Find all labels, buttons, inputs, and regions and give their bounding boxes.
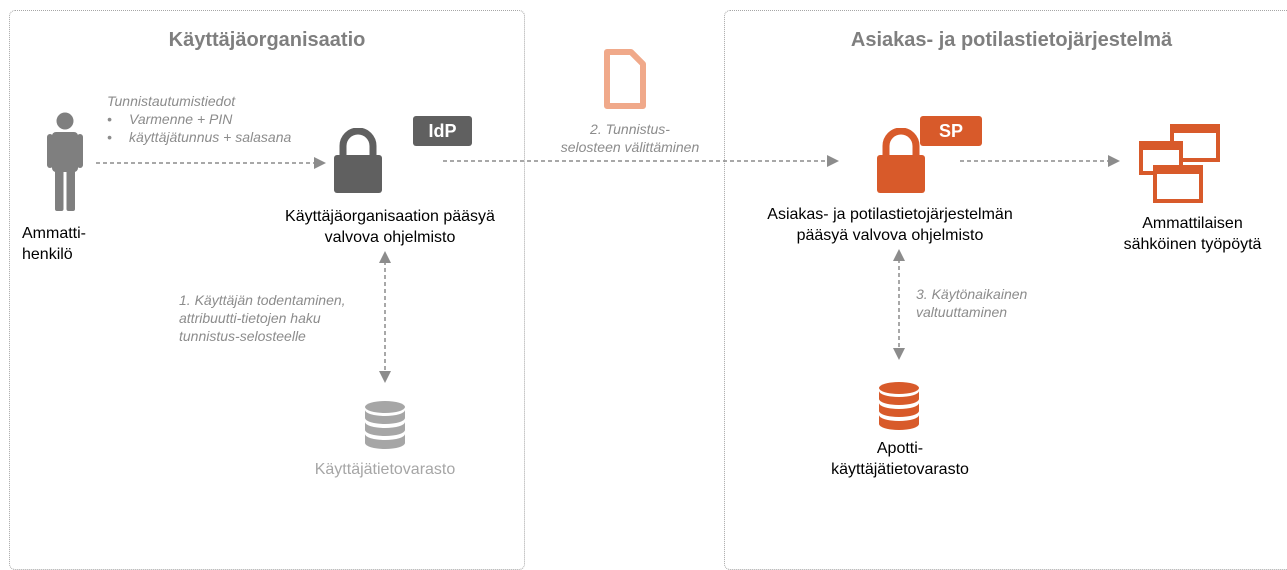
person-label-line2: henkilö: [22, 246, 73, 263]
apotti-label-line2: käyttäjätietovarasto: [831, 461, 969, 478]
idp-label-line1: Käyttäjäorganisaation pääsyä: [285, 208, 495, 225]
sp-label-line2: pääsyä valvova ohjelmisto: [796, 227, 984, 244]
person-icon: [47, 112, 83, 211]
step1-line2: attribuutti-tietojen haku: [179, 310, 321, 326]
connector-arrows: [96, 155, 1120, 383]
step1-line1: 1. Käyttäjän todentaminen,: [179, 292, 346, 308]
desktop-label: Ammattilaisen sähköinen työpöytä: [1105, 213, 1280, 255]
sp-label: Asiakas- ja potilastietojärjestelmän pää…: [740, 204, 1040, 246]
auth-info: Tunnistautumistiedot •Varmenne + PIN •kä…: [107, 92, 347, 146]
idp-label-line2: valvova ohjelmisto: [324, 229, 456, 246]
apotti-label-line1: Apotti-: [876, 440, 924, 457]
database-icon: [365, 401, 405, 449]
idp-badge: IdP: [413, 116, 472, 146]
user-store-label: Käyttäjätietovarasto: [314, 461, 456, 478]
step3-note: 3. Käytönaikainen valtuuttaminen: [916, 285, 1096, 321]
step2-note: 2. Tunnistus- selosteen välittäminen: [530, 120, 730, 156]
idp-label: Käyttäjäorganisaation pääsyä valvova ohj…: [250, 206, 530, 248]
step3-line1: 3. Käytönaikainen: [916, 286, 1028, 302]
apotti-database-icon: [879, 382, 919, 430]
step1-note: 1. Käyttäjän todentaminen, attribuutti-t…: [179, 291, 389, 345]
panel-title-right: Asiakas- ja potilastietojärjestelmä: [850, 29, 1173, 51]
desktop-label-line1: Ammattilaisen: [1142, 215, 1243, 232]
step2-line2: selosteen välittäminen: [560, 139, 700, 155]
step3-line2: valtuuttaminen: [916, 304, 1008, 320]
sp-label-line1: Asiakas- ja potilastietojärjestelmän: [767, 206, 1013, 223]
person-label: Ammatti- henkilö: [22, 223, 112, 265]
step1-line3: tunnistus-selosteelle: [179, 328, 306, 344]
sp-lock-icon: [877, 128, 925, 193]
step2-line1: 2. Tunnistus-: [590, 121, 670, 137]
auth-info-item: •Varmenne + PIN: [107, 111, 233, 127]
desktop-label-line2: sähköinen työpöytä: [1123, 236, 1262, 253]
apotti-store-label: Apotti- käyttäjätietovarasto: [800, 438, 1000, 480]
person-label-line1: Ammatti-: [22, 225, 86, 242]
panel-title-left: Käyttäjäorganisaatio: [168, 29, 366, 51]
auth-info-heading: Tunnistautumistiedot: [107, 93, 236, 109]
sp-badge: SP: [920, 116, 982, 146]
idp-lock-icon: [334, 128, 382, 193]
auth-info-item: •käyttäjätunnus + salasana: [107, 129, 292, 145]
desktop-windows-icon: [1139, 124, 1220, 203]
document-icon: [604, 49, 646, 109]
